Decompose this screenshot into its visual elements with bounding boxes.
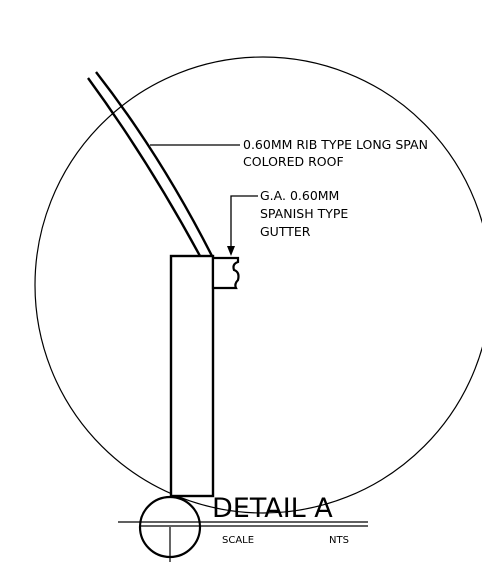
wall-column xyxy=(169,254,215,498)
roof-callout-line-1: 0.60MM RIB TYPE LONG SPAN xyxy=(243,137,428,152)
title-block: DETAIL A SCALE NTS xyxy=(118,493,368,562)
gutter-callout-line-2: SPANISH TYPE xyxy=(260,206,348,221)
roof-callout-line-2: COLORED ROOF xyxy=(243,154,344,169)
gutter-callout-line-1: G.A. 0.60MM xyxy=(260,188,339,203)
gutter-callout-line-3: GUTTER xyxy=(260,224,311,239)
roof-sheet-outer-line xyxy=(87,77,202,257)
gutter-leader-arrowhead xyxy=(227,246,235,256)
detail-boundary-circle xyxy=(34,56,482,514)
scale-value: NTS xyxy=(329,535,349,546)
gutter-leader-line xyxy=(230,195,258,252)
gutter-profile xyxy=(211,256,240,290)
detail-title: DETAIL A xyxy=(212,493,333,524)
scale-label: SCALE xyxy=(222,535,254,546)
roof-sheet-inner-line xyxy=(95,71,214,257)
